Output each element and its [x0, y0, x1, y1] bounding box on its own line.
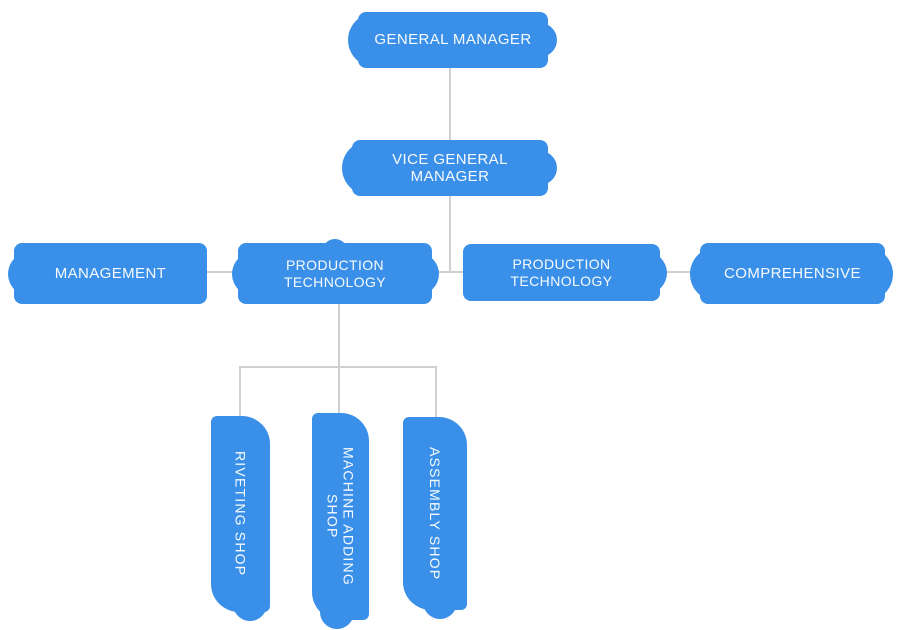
- node-management[interactable]: MANAGEMENT: [8, 243, 207, 304]
- node-bulge-bottom: [320, 595, 354, 629]
- node-assembly-shop[interactable]: ASSEMBLY SHOP: [403, 417, 467, 619]
- node-label: VICE GENERAL MANAGER: [392, 150, 508, 185]
- node-bulge-left: [348, 13, 402, 67]
- node-bulge-right: [839, 246, 893, 301]
- connector-gm-vgm: [449, 68, 451, 140]
- node-label: GENERAL MANAGER: [374, 31, 532, 49]
- node-bulge-right: [397, 252, 439, 295]
- node-production-technology-1[interactable]: PRODUCTION TECHNOLOGY: [232, 239, 439, 304]
- connector-drop-riveting: [239, 366, 241, 416]
- node-bulge-top: [322, 239, 348, 265]
- node-bulge-left: [342, 141, 396, 195]
- node-machine-adding-shop[interactable]: MACHINE ADDING SHOP: [312, 413, 369, 629]
- node-label: MANAGEMENT: [54, 264, 167, 282]
- node-bulge-left: [690, 246, 744, 301]
- node-bulge-right: [523, 23, 557, 57]
- connector-row-seg-2: [431, 271, 464, 273]
- node-vice-general-manager[interactable]: VICE GENERAL MANAGER: [342, 140, 557, 196]
- node-riveting-shop[interactable]: RIVETING SHOP: [211, 416, 270, 621]
- node-bulge-right: [625, 251, 667, 294]
- node-general-manager[interactable]: GENERAL MANAGER: [348, 12, 557, 68]
- node-production-technology-2[interactable]: PRODUCTION TECHNOLOGY: [463, 244, 667, 301]
- connector-row-seg-1: [206, 271, 239, 273]
- node-label: ASSEMBLY SHOP: [427, 446, 444, 581]
- node-label: COMPREHENSIVE: [724, 264, 861, 282]
- connector-drop-machine: [338, 366, 340, 415]
- node-label: MACHINE ADDING SHOP: [324, 447, 357, 586]
- node-bulge-bottom: [233, 587, 267, 621]
- node-bulge-left: [232, 251, 276, 296]
- node-label: RIVETING SHOP: [232, 451, 249, 577]
- connector-row-seg-3: [664, 271, 701, 273]
- connector-pt1-stem: [338, 303, 340, 367]
- node-comprehensive[interactable]: COMPREHENSIVE: [690, 243, 893, 304]
- node-bulge-bottom: [423, 585, 457, 619]
- node-bulge-right: [523, 151, 557, 185]
- node-label: PRODUCTION TECHNOLOGY: [283, 257, 386, 290]
- node-bulge-left: [8, 251, 52, 296]
- connector-drop-assembly: [435, 366, 437, 417]
- node-label: PRODUCTION TECHNOLOGY: [510, 256, 613, 289]
- connector-vgm-row: [449, 196, 451, 273]
